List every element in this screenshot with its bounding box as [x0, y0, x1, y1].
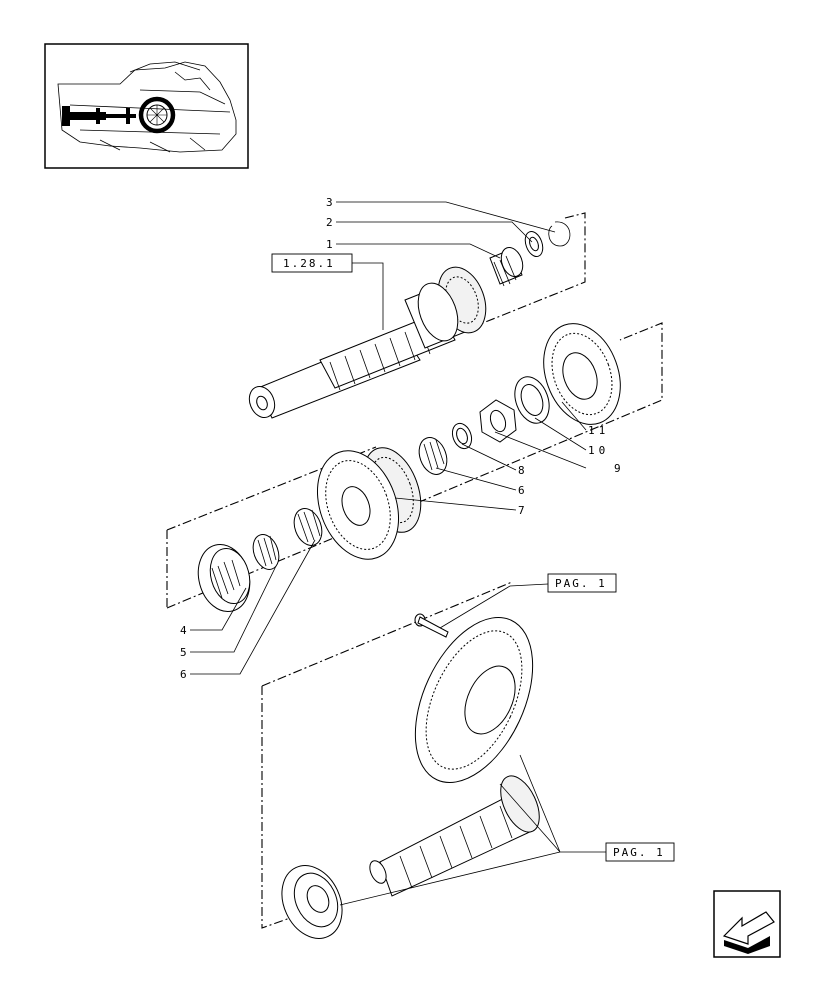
needle-bearing-6b [418, 437, 448, 475]
callout-2: 2 [326, 216, 333, 229]
callout-6-top: 6 [518, 484, 525, 497]
callout-11: 11 [588, 424, 609, 437]
nut-9 [479, 399, 517, 443]
pinion-bearing [281, 865, 343, 939]
ref-box-gear[interactable]: PAG. 1 [605, 842, 675, 862]
splined-shaft [248, 266, 487, 419]
washer-8 [451, 422, 473, 450]
callout-4: 4 [180, 624, 187, 637]
ref-box-shaft-label: 1.28.1 [283, 257, 335, 270]
callout-6-bottom: 6 [180, 668, 187, 681]
callout-10: 10 [588, 444, 609, 457]
needle-bearing-6a [293, 508, 323, 546]
lock-washer-10 [514, 376, 550, 424]
locator-thumbnail[interactable] [44, 43, 249, 169]
crown-wheel [414, 616, 534, 784]
thrust-washer-2 [524, 230, 544, 258]
callout-5: 5 [180, 646, 187, 659]
gear-11 [543, 323, 621, 425]
needle-bearing-1 [489, 246, 524, 287]
needle-bearing-5 [252, 534, 280, 570]
callout-3: 3 [326, 196, 333, 209]
ref-box-bolt-label: PAG. 1 [555, 577, 607, 590]
group-border-bottom [261, 581, 513, 929]
bolt [414, 613, 449, 638]
ref-box-bolt[interactable]: PAG. 1 [547, 573, 617, 593]
callout-7: 7 [518, 504, 525, 517]
snap-ring-3 [548, 221, 571, 247]
callout-1: 1 [326, 238, 333, 251]
callout-9: 9 [614, 462, 621, 475]
back-arrow-icon[interactable] [713, 890, 781, 958]
ref-box-gear-label: PAG. 1 [613, 846, 665, 859]
callout-8: 8 [518, 464, 525, 477]
group-border-top [375, 212, 586, 367]
bearing-cup-4 [197, 544, 251, 612]
ref-box-shaft[interactable]: 1.28.1 [271, 253, 353, 273]
gear-7 [316, 447, 422, 560]
leader-lines [190, 201, 608, 906]
